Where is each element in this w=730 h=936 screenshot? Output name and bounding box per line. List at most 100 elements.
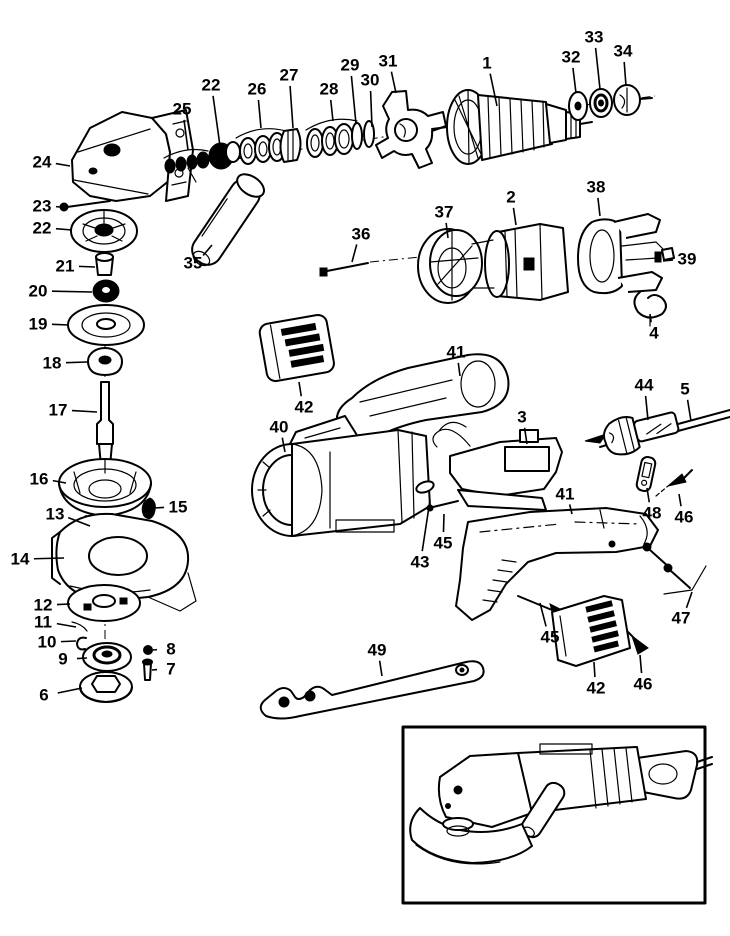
callout-9: 9 [58,650,88,669]
callout-number: 9 [58,650,67,669]
callout-leader-line [639,654,643,674]
callout-4: 4 [649,313,659,343]
callout-number: 22 [33,219,52,238]
callout-36: 36 [351,225,370,263]
callout-number: 28 [320,80,339,99]
callout-number: 35 [184,254,203,273]
callout-37: 37 [435,203,453,239]
callout-number: 45 [434,534,453,553]
callout-leader-line [212,95,221,147]
callout-19: 19 [29,315,70,334]
callout-leader-line [662,259,674,262]
callout-leader-line [686,399,692,422]
callout-29: 29 [341,56,359,125]
callout-leader-line [350,75,357,125]
callout-leader-line [57,687,83,694]
callout-10: 10 [38,633,77,652]
callout-12: 12 [34,596,71,615]
callout-number: 25 [173,100,192,119]
callout-number: 14 [11,550,30,569]
callout-leader-line [597,197,601,217]
callout-number: 21 [56,257,75,276]
callout-27: 27 [280,66,299,129]
callout-number: 49 [368,641,387,660]
callout-20: 20 [29,282,93,301]
callout-leader-line [390,71,397,94]
callout-6: 6 [39,686,83,705]
callout-number: 41 [447,343,466,362]
callout-number: 6 [39,686,48,705]
motor-housing-part [251,429,431,537]
assembled-grinder-drawing [409,743,713,865]
callout-18: 18 [43,354,88,373]
callout-17: 17 [49,401,98,420]
callout-leader-line [56,622,77,628]
callout-44: 44 [635,376,654,421]
callout-leader-line [76,657,88,660]
callout-22: 22 [202,76,221,147]
callout-28: 28 [320,80,339,122]
callout-22: 22 [33,219,73,238]
callout-number: 48 [643,504,662,523]
callout-leader-line [421,499,431,552]
callout-number: 24 [33,153,52,172]
callout-number: 33 [585,28,604,47]
callout-leader-line [445,222,449,239]
callout-25: 25 [173,100,192,151]
guard-group [51,512,197,703]
callout-number: 2 [506,188,515,207]
callout-45: 45 [434,513,453,553]
callout-number: 45 [541,628,560,647]
callout-leader-line [153,506,165,509]
callout-leader-line [572,67,577,94]
callout-number: 42 [587,679,606,698]
callout-49: 49 [368,641,387,677]
callout-45: 45 [539,602,560,647]
callout-leader-line [594,47,601,90]
callout-number: 46 [634,675,653,694]
rear-bearing-group [568,84,653,121]
spindle-stack [58,209,156,520]
callout-leader-line [593,661,596,678]
callout-number: 15 [169,498,188,517]
callout-number: 27 [280,66,299,85]
callout-13: 13 [46,505,91,527]
callout-3: 3 [517,408,528,445]
callout-leader-line [644,395,649,421]
callout-32: 32 [562,48,580,94]
callout-number: 4 [649,324,659,343]
callout-23: 23 [33,197,61,216]
callout-40: 40 [270,418,288,453]
callout-leader-line [568,504,573,515]
callout-number: 41 [556,485,575,504]
callout-number: 17 [49,401,68,420]
cord-set [584,409,730,497]
washer-train [163,118,375,174]
callout-35: 35 [184,244,213,273]
callout-number: 47 [672,609,691,628]
callout-leader-line [512,207,517,226]
callout-number: 31 [379,52,398,71]
callout-leader-line [52,479,67,484]
callout-leader-line [329,99,334,122]
callout-number: 8 [166,640,175,659]
callout-5: 5 [680,380,692,422]
callout-leader-line [678,493,682,507]
callout-14: 14 [11,550,65,569]
callout-number: 7 [166,660,175,679]
callout-39: 39 [662,250,697,269]
callout-42: 42 [587,661,606,698]
callout-number: 34 [614,42,633,61]
callout-number: 39 [678,250,697,269]
handle-half-lower [455,507,659,621]
callout-16: 16 [30,470,67,489]
callout-number: 46 [675,508,694,527]
callout-number: 5 [680,380,689,399]
callout-leader-line [369,90,373,128]
callout-46: 46 [675,493,694,527]
callout-number: 26 [248,80,267,99]
callout-8: 8 [152,640,176,659]
callout-7: 7 [151,660,176,679]
callout-number: 10 [38,633,57,652]
